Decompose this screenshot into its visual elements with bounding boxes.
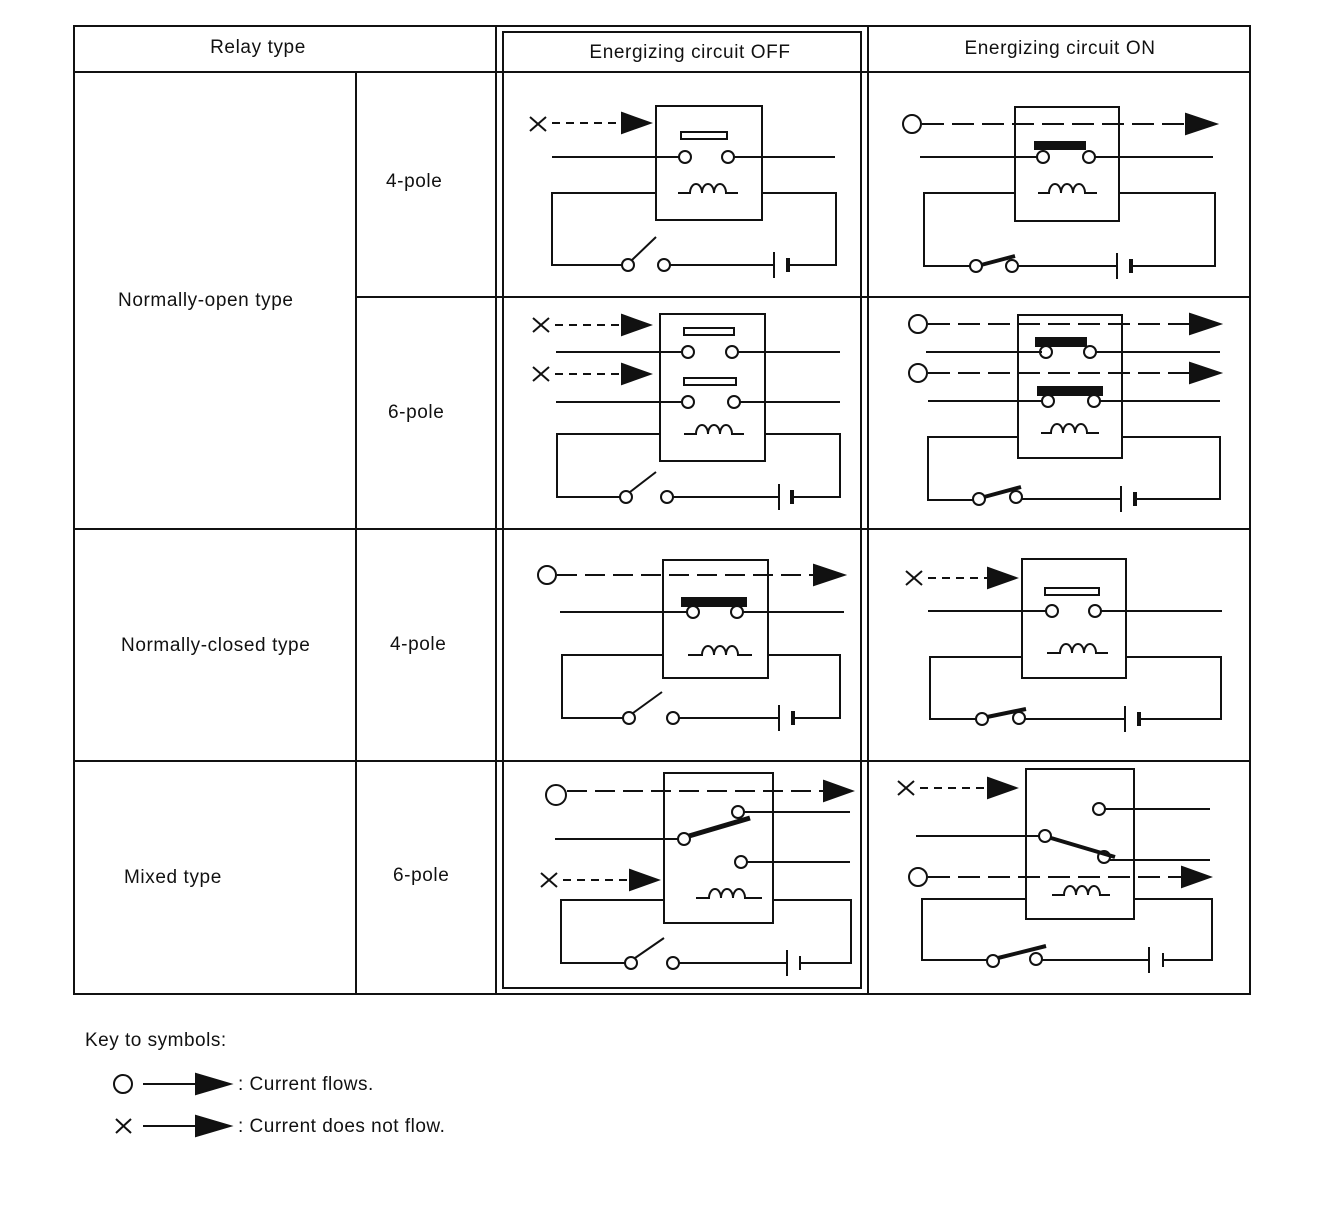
diagram-no6-off bbox=[532, 313, 841, 510]
row-poles-nc-4: 4-pole bbox=[390, 634, 446, 655]
row-poles-mixed-6: 6-pole bbox=[393, 865, 449, 886]
row-label-normally-closed: Normally-closed type bbox=[121, 635, 310, 656]
open-contact-bar bbox=[1044, 587, 1100, 596]
relay-box bbox=[663, 772, 774, 924]
diagram-no6-on bbox=[908, 312, 1224, 512]
header-relay-type: Relay type bbox=[210, 37, 306, 58]
circle-icon bbox=[537, 565, 557, 585]
row-label-mixed: Mixed type bbox=[124, 867, 222, 888]
coil-icon bbox=[688, 645, 752, 656]
switch-arm-closed bbox=[980, 254, 1016, 267]
closed-contact-bar bbox=[1034, 141, 1086, 150]
circle-icon bbox=[908, 867, 928, 887]
cross-icon bbox=[115, 1118, 132, 1134]
arrowhead-icon bbox=[621, 362, 653, 386]
changeover-arm bbox=[688, 815, 751, 839]
cross-icon bbox=[897, 780, 915, 796]
header-circuit-off: Energizing circuit OFF bbox=[589, 42, 790, 63]
arrowhead-icon bbox=[813, 563, 848, 587]
circle-icon bbox=[902, 114, 922, 134]
diagram-no4-on bbox=[902, 106, 1220, 279]
diagram-nc4-off bbox=[537, 559, 848, 731]
relay-box bbox=[1025, 768, 1135, 920]
key-current-flows: : Current flows. bbox=[238, 1074, 374, 1095]
row-poles-no-4: 4-pole bbox=[386, 171, 442, 192]
contact-terminal bbox=[678, 150, 692, 164]
diagram-mixed-off bbox=[540, 772, 855, 976]
closed-contact-bar bbox=[1037, 386, 1103, 396]
contact-terminal bbox=[721, 150, 735, 164]
arrowhead-icon bbox=[629, 868, 661, 892]
arrowhead-icon bbox=[195, 1114, 234, 1138]
coil-icon bbox=[678, 183, 738, 194]
relay-box bbox=[659, 313, 766, 462]
arrowhead-icon bbox=[621, 313, 653, 337]
key-current-no-flow: : Current does not flow. bbox=[238, 1116, 445, 1137]
open-contact-bar bbox=[680, 131, 728, 140]
closed-contact-bar bbox=[1035, 337, 1087, 347]
coil-icon bbox=[1038, 183, 1097, 194]
cross-icon bbox=[540, 872, 558, 888]
coil-icon bbox=[684, 424, 744, 435]
cross-icon bbox=[532, 366, 550, 382]
relay-box bbox=[1014, 106, 1120, 222]
arrowhead-icon bbox=[823, 779, 855, 803]
cross-icon bbox=[529, 116, 547, 132]
arrowhead-icon bbox=[195, 1072, 234, 1096]
relay-box bbox=[655, 105, 763, 221]
arrowhead-icon bbox=[621, 111, 653, 135]
key-title: Key to symbols: bbox=[85, 1030, 227, 1051]
key-no-flow-symbol bbox=[115, 1114, 234, 1138]
key-flow-symbol bbox=[113, 1072, 234, 1096]
diagram-mixed-on bbox=[897, 768, 1213, 973]
relay-box bbox=[662, 559, 769, 679]
switch-pivot bbox=[621, 258, 635, 272]
diagram-nc4-on bbox=[905, 558, 1222, 732]
arrowhead-icon bbox=[987, 566, 1019, 590]
diagram-no4-off bbox=[529, 105, 837, 278]
coil-icon bbox=[696, 888, 762, 899]
table-grid bbox=[73, 25, 1251, 995]
coil-icon bbox=[1047, 643, 1108, 654]
row-label-normally-open: Normally-open type bbox=[118, 290, 294, 311]
closed-contact-bar bbox=[681, 597, 747, 607]
arrowhead-icon bbox=[1181, 865, 1213, 889]
changeover-arm bbox=[1050, 836, 1116, 859]
switch-arm bbox=[631, 236, 657, 261]
arrowhead-icon bbox=[1185, 112, 1220, 136]
circle-icon bbox=[908, 363, 928, 383]
header-circuit-on: Energizing circuit ON bbox=[964, 38, 1155, 59]
circle-icon bbox=[545, 784, 567, 806]
arrowhead-icon bbox=[1189, 312, 1224, 336]
circle-icon bbox=[113, 1074, 133, 1094]
cross-icon bbox=[905, 570, 923, 586]
circle-icon bbox=[908, 314, 928, 334]
arrowhead-icon bbox=[987, 776, 1019, 800]
relay-box bbox=[1021, 558, 1127, 679]
open-contact-bar bbox=[683, 327, 735, 336]
arrowhead-icon bbox=[1189, 361, 1224, 385]
coil-icon bbox=[1052, 885, 1110, 896]
coil-icon bbox=[1041, 423, 1099, 434]
relay-box bbox=[1017, 314, 1123, 459]
cross-icon bbox=[532, 317, 550, 333]
open-contact-bar bbox=[683, 377, 737, 386]
row-poles-no-6: 6-pole bbox=[388, 402, 444, 423]
